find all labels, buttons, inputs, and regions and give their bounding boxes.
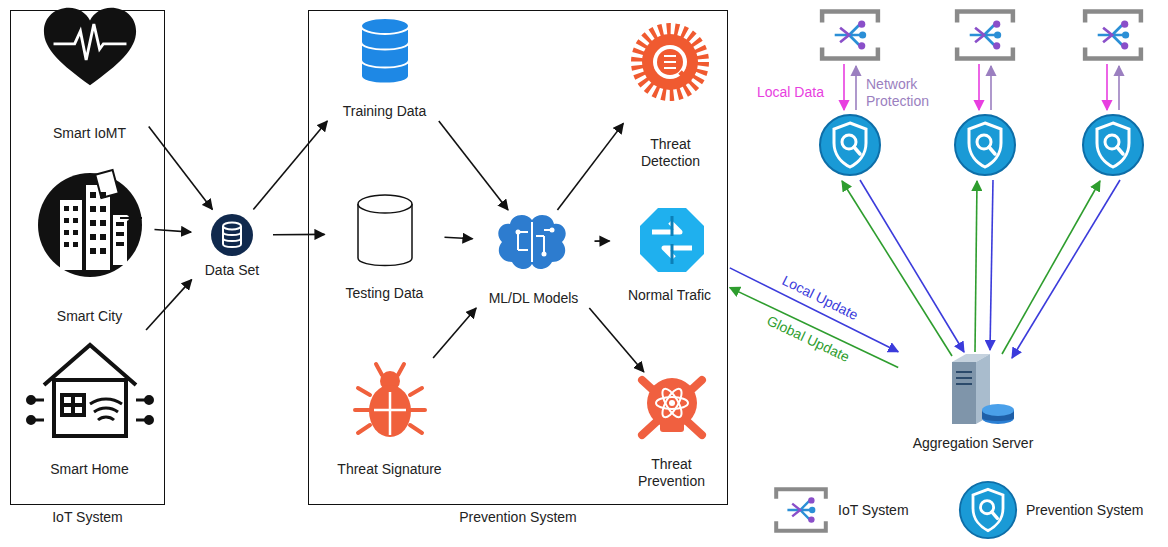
group-box: IoT SystemSmart IoMTSmart CitySmart Home (10, 10, 165, 505)
dataset-icon (211, 214, 253, 256)
connector (146, 280, 192, 330)
legend-shield-icon (960, 482, 1016, 538)
icon-node: Training Data (327, 14, 443, 120)
server-icon (952, 354, 1014, 424)
bug-icon (355, 364, 425, 437)
edge-label: Local Update (779, 272, 860, 324)
icon-node: Smart City (27, 162, 153, 325)
brain-icon (498, 215, 565, 269)
legend-iot-icon (776, 489, 826, 531)
connector (589, 308, 644, 372)
shield-icon (1083, 115, 1143, 175)
legend-label: Prevention System (1026, 502, 1144, 519)
node-label: Threat Detection (625, 136, 717, 170)
node-label: Aggregation Server (900, 435, 1046, 452)
database-icon (361, 18, 409, 84)
connector (273, 234, 325, 236)
shield-icon (820, 115, 880, 175)
node-label: Threat Signature (322, 461, 458, 478)
iot-icon (822, 12, 878, 59)
group-box: Prevention SystemTraining DataTesting Da… (308, 10, 728, 505)
icon-node: Data Set (193, 211, 271, 279)
node-label: Smart City (27, 308, 153, 325)
group-title: Prevention System (309, 509, 727, 525)
federation-arrows (842, 64, 1120, 358)
threat-prevention-icon (642, 378, 702, 435)
icon-node: Threat Prevention (625, 374, 719, 490)
node-label: Smart Home (27, 461, 153, 478)
node-label: Smart IoMT (32, 125, 148, 142)
city-icon (38, 170, 142, 277)
node-label: Training Data (327, 103, 443, 120)
icon-node: Smart IoMT (32, 5, 148, 142)
connector (253, 121, 327, 209)
node-label: Threat Prevention (625, 456, 719, 490)
heart-icon (44, 8, 136, 85)
home-icon (28, 345, 152, 436)
annotation: Network Protection (866, 76, 948, 110)
icon-node: ML/DL Models (475, 212, 593, 307)
connector (557, 123, 623, 210)
node-label: Data Set (193, 262, 271, 279)
connector (154, 230, 191, 233)
iot-icon (1085, 12, 1141, 59)
icon-node: Smart Home (27, 332, 153, 478)
legend-label: IoT System (838, 502, 909, 519)
icon-node: Normal Trafic (612, 204, 728, 304)
icon-node: Testing Data (327, 192, 443, 302)
connector (439, 121, 508, 210)
connector (149, 126, 213, 209)
annotation: Local Data (757, 84, 837, 101)
traffic-icon (640, 208, 704, 272)
node-label: ML/DL Models (475, 290, 593, 307)
node-label: Testing Data (327, 285, 443, 302)
icon-node: Aggregation Server (900, 350, 1046, 452)
threat-detection-icon (637, 29, 703, 95)
group-title: IoT System (11, 509, 164, 525)
database-icon (358, 195, 412, 266)
connector (433, 308, 476, 358)
icon-node: Threat Detection (625, 24, 717, 170)
icon-node: Threat Signature (322, 360, 458, 478)
connector (444, 237, 472, 239)
iot-icon (957, 12, 1013, 59)
node-label: Normal Trafic (612, 287, 728, 304)
connector (594, 240, 609, 242)
edge-label: Global Update (764, 312, 852, 366)
shield-icon (955, 115, 1015, 175)
